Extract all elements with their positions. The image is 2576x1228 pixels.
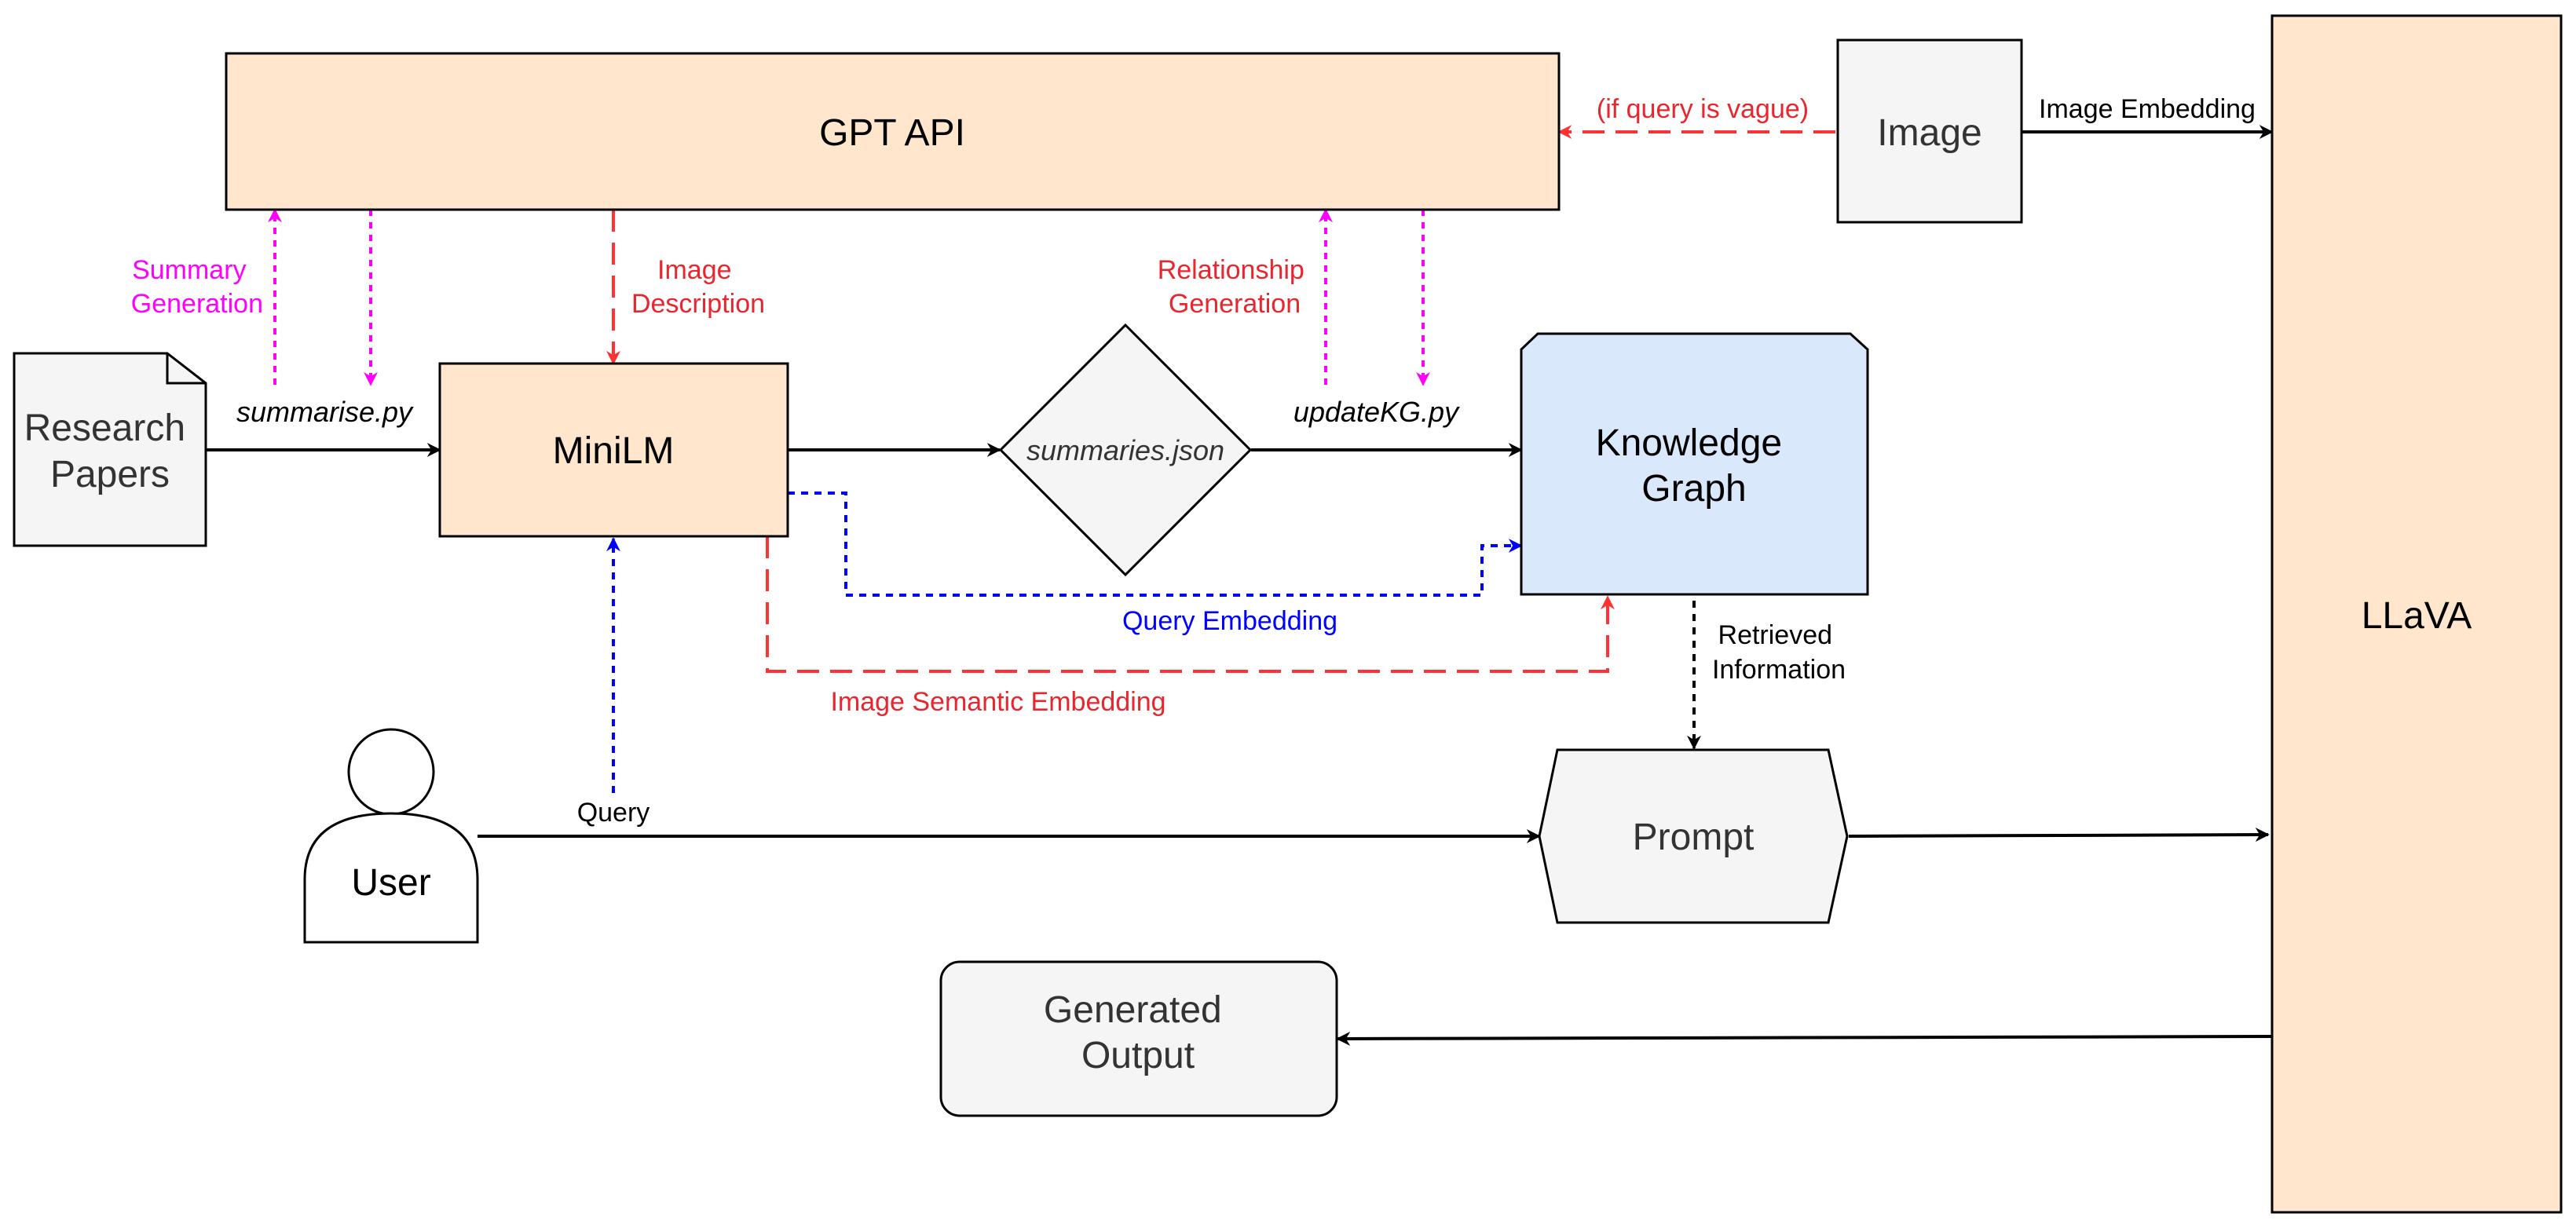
summaries-json-node[interactable]: summaries.json bbox=[998, 323, 1253, 577]
knowledge-graph-label-line2: Graph bbox=[1641, 468, 1746, 510]
knowledge-graph-label-line1: Knowledge bbox=[1596, 422, 1783, 464]
minilm-label: MiniLM bbox=[553, 430, 675, 472]
label-image-description-line2: Description bbox=[631, 289, 765, 319]
image-label: Image bbox=[1877, 112, 1981, 154]
knowledge-graph-node[interactable]: Knowledge Graph bbox=[1520, 332, 1869, 596]
svg-text:Summary Generation: Summary Generation bbox=[131, 255, 263, 319]
label-query-embedding: Query Embedding bbox=[1122, 606, 1337, 636]
research-papers-node[interactable]: Research Papers bbox=[13, 352, 207, 547]
summaries-json-label: summaries.json bbox=[1026, 434, 1224, 466]
label-image-semantic-embedding: Image Semantic Embedding bbox=[830, 687, 1165, 717]
image-node[interactable]: Image bbox=[1836, 38, 2023, 224]
label-query: Query bbox=[577, 798, 650, 828]
svg-text:Research Papers: Research Papers bbox=[24, 408, 196, 495]
svg-text:Knowledge Graph: Knowledge Graph bbox=[1596, 422, 1793, 510]
edge-labels: (if query is vague) Image Embedding Summ… bbox=[131, 88, 2256, 828]
label-summary-generation-line2: Generation bbox=[131, 289, 263, 319]
label-summarise-py: summarise.py bbox=[236, 396, 414, 428]
svg-text:Image Description: Image Description bbox=[631, 255, 765, 319]
edge-image-semantic-embedding bbox=[766, 536, 1615, 673]
prompt-label: Prompt bbox=[1633, 817, 1755, 858]
person-silhouette-icon bbox=[303, 728, 479, 944]
llava-label: LLaVA bbox=[2362, 595, 2472, 637]
label-image-description-line1: Image bbox=[657, 255, 732, 285]
minilm-node[interactable]: MiniLM bbox=[438, 362, 789, 538]
research-papers-label-line1: Research bbox=[24, 408, 185, 449]
gpt-api-label: GPT API bbox=[819, 112, 965, 154]
edges bbox=[207, 125, 2274, 1046]
label-retrieved-information-line1: Retrieved bbox=[1718, 620, 1833, 650]
label-summary-generation-line1: Summary bbox=[132, 255, 246, 285]
generated-output-label-line1: Generated bbox=[1044, 989, 1222, 1031]
edge-llava-to-output bbox=[1336, 1031, 2273, 1046]
svg-text:Generated Output: Generated Output bbox=[1044, 989, 1232, 1076]
folded-document-icon bbox=[13, 352, 207, 547]
svg-text:Relationship Generation: Relationship Generation bbox=[1158, 255, 1312, 319]
label-relationship-generation-line1: Relationship bbox=[1158, 255, 1304, 285]
user-label: User bbox=[351, 862, 430, 904]
generated-output-label-line2: Output bbox=[1081, 1035, 1195, 1076]
gpt-api-node[interactable]: GPT API bbox=[225, 52, 1561, 211]
generated-output-node[interactable]: Generated Output bbox=[939, 960, 1338, 1117]
user-node[interactable]: User bbox=[303, 728, 479, 944]
llava-node[interactable]: LLaVA bbox=[2270, 14, 2563, 1214]
label-retrieved-information-line2: Information bbox=[1712, 655, 1846, 685]
svg-text:Retrieved Information: Retrieved Information bbox=[1712, 620, 1846, 685]
label-if-query-vague: (if query is vague) bbox=[1597, 94, 1809, 124]
edge-prompt-to-llava bbox=[1848, 828, 2270, 842]
label-image-embedding: Image Embedding bbox=[2039, 94, 2256, 124]
label-update-kg-py: updateKG.py bbox=[1293, 396, 1460, 428]
nodes: GPT API Image LLaVA Research Papers Mini… bbox=[13, 14, 2563, 1214]
research-papers-label-line2: Papers bbox=[50, 454, 170, 495]
prompt-node[interactable]: Prompt bbox=[1538, 748, 1849, 924]
label-relationship-generation-line2: Generation bbox=[1169, 289, 1301, 319]
